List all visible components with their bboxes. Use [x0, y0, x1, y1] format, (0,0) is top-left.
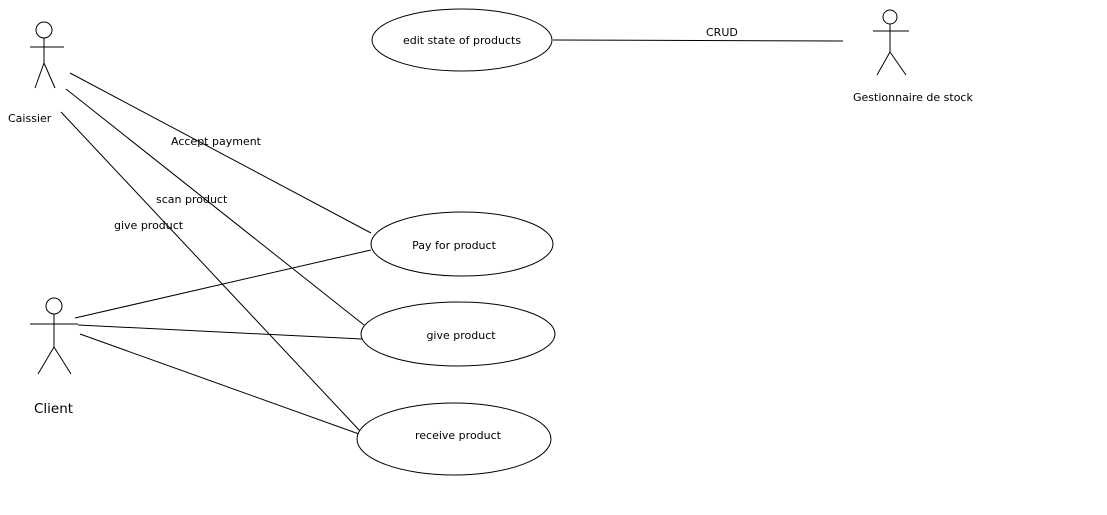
actor-client-label: Client	[34, 401, 73, 417]
actor-caissier	[30, 21, 64, 89]
edge-label-scan-product: scan product	[156, 193, 228, 206]
actor-gestionnaire-label: Gestionnaire de stock	[853, 91, 973, 104]
use-case-pay-label: Pay for product	[412, 239, 497, 252]
use-case-pay	[370, 211, 554, 277]
use-case-give-label: give product	[426, 329, 496, 342]
actor-gestionnaire-right-leg	[889, 51, 907, 76]
actor-client	[30, 297, 78, 375]
line-client-pay	[74, 249, 372, 319]
use-case-receive	[356, 402, 552, 476]
use-case-give	[360, 301, 556, 367]
line-gestionnaire-edit-state	[552, 39, 844, 42]
actor-client-head	[45, 297, 63, 315]
edge-label-accept-payment: Accept payment	[171, 135, 262, 148]
actor-gestionnaire	[873, 9, 909, 76]
actor-client-left-leg	[37, 346, 55, 375]
actor-client-right-leg	[53, 346, 72, 375]
edge-label-give-product: give product	[114, 219, 184, 232]
line-client-receive	[79, 333, 360, 435]
use-case-edit-state	[371, 8, 553, 72]
actor-caissier-label: Caissier	[8, 112, 52, 125]
line-client-give	[77, 324, 363, 340]
line-caissier-receive	[60, 111, 361, 432]
line-caissier-give	[65, 88, 365, 326]
actor-caissier-right-leg	[43, 62, 56, 89]
actor-caissier-left-leg	[34, 62, 45, 89]
line-caissier-pay	[69, 72, 372, 234]
use-case-edit-state-label: edit state of products	[403, 34, 521, 47]
edge-label-crud: CRUD	[706, 26, 738, 39]
actor-gestionnaire-head	[882, 9, 898, 25]
actor-gestionnaire-left-leg	[876, 51, 891, 76]
actor-caissier-head	[35, 21, 53, 39]
use-case-receive-label: receive product	[415, 429, 502, 442]
